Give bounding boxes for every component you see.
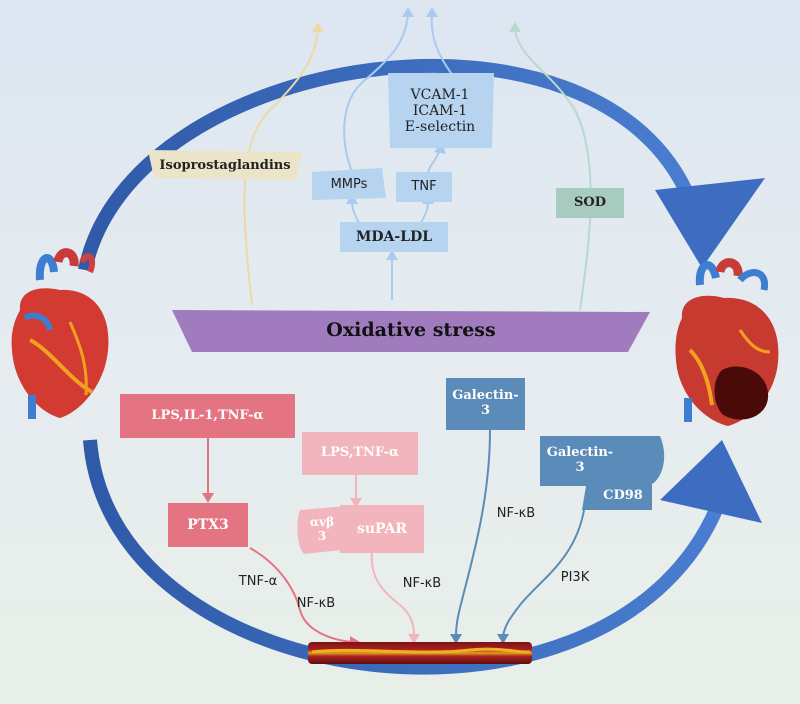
oxidative-stress-band <box>172 310 650 352</box>
mda-ldl-box <box>340 222 448 252</box>
sod-box <box>556 188 624 218</box>
mda-ldl-label: MDA-LDL <box>355 228 433 245</box>
ptx3-box <box>168 503 248 547</box>
tnf-label: TNF <box>411 178 437 194</box>
failing-heart-icon <box>675 258 779 426</box>
ptx3-pathway-nfkb-label: NF-κB <box>296 595 336 611</box>
avb3-line2: 3 <box>317 529 327 543</box>
vcam1-label: VCAM-1 <box>410 86 470 103</box>
avb3-shape <box>297 506 346 554</box>
supar-label: suPAR <box>356 520 408 537</box>
top-cycle-arrow <box>78 58 765 272</box>
mmps-label: MMPs <box>330 176 368 192</box>
bottom-cycle-arrow <box>83 439 762 675</box>
supar-box <box>340 505 424 553</box>
lps-il1-tnf-label: LPS,IL-1,TNF-α <box>151 407 264 423</box>
galectin-left-line2: 3 <box>480 403 491 418</box>
galectin-right-label: Galectin- 3 <box>540 436 620 486</box>
galectin-left-box <box>446 378 525 430</box>
lps-tnf-box <box>302 432 418 475</box>
mmps-box <box>312 168 386 200</box>
galectin-left-line1: Galectin- <box>452 388 519 404</box>
avb3-line1: αvβ <box>309 515 335 530</box>
bottom-pathway-lines <box>202 429 585 648</box>
healthy-heart-icon <box>11 248 109 419</box>
ptx3-label: PTX3 <box>187 516 229 533</box>
supar-pathway-nfkb-label: NF-κB <box>402 575 442 591</box>
avb3-label: αvβ 3 <box>300 508 344 552</box>
lps-il1-tnf-box <box>120 394 295 438</box>
galectin-right-line2: 3 <box>575 460 585 475</box>
galectin-right-line1: Galectin- <box>546 445 614 461</box>
galectin-left-pathway-nfkb-label: NF-κB <box>496 505 536 521</box>
sod-label: SOD <box>574 194 606 210</box>
isoprostaglandins-box <box>148 150 302 180</box>
tnf-box <box>396 172 452 202</box>
adhesion-molecules-label: VCAM-1 ICAM-1 E-selectin <box>390 76 490 146</box>
adhesion-molecules-box <box>388 73 494 148</box>
lps-tnf-label: LPS,TNF-α <box>321 445 399 461</box>
cd98-label: CD98 <box>603 487 643 503</box>
e-selectin-label: E-selectin <box>404 119 476 136</box>
galectin-right-box <box>540 436 665 510</box>
ptx3-pathway-tnf-label: TNF-α <box>238 573 278 589</box>
isoprostaglandins-label: Isoprostaglandins <box>159 157 291 173</box>
icam1-label: ICAM-1 <box>412 102 468 119</box>
galectin-right-pathway-pi3k-label: PI3K <box>560 569 590 585</box>
blood-vessel <box>308 642 532 664</box>
oxidative-stress-label: Oxidative stress <box>326 319 496 342</box>
galectin-left-label: Galectin- 3 <box>446 378 525 430</box>
